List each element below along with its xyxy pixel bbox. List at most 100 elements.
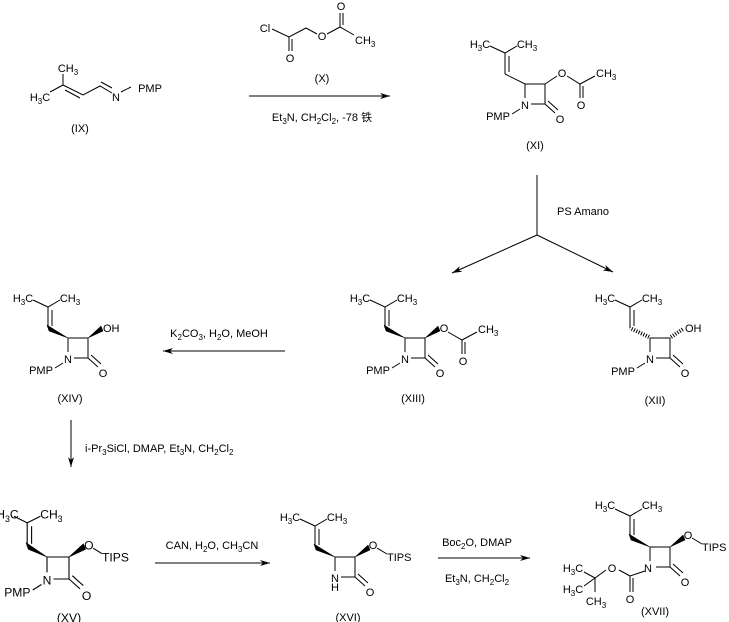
atom-ch3: CH3 <box>642 293 663 307</box>
atom-o: O <box>318 31 327 43</box>
compound-label: (XVII) <box>641 606 669 618</box>
compound-xvi: H3C CH3 N H O O TIPS (XVI) <box>280 512 412 622</box>
atom-tips: TIPS <box>387 552 411 564</box>
wedge-bond <box>313 543 336 558</box>
atom-h3c: H3C <box>13 293 33 307</box>
reagent-step3: K2CO3, H2O, MeOH <box>170 328 268 342</box>
atom-pmp: PMP <box>4 586 30 600</box>
atom-pmp: PMP <box>611 366 635 378</box>
atom-o: O <box>577 100 586 112</box>
compound-label: (XIII) <box>401 393 425 405</box>
compound-ix: CH3 H3C N PMP (IX) <box>30 63 162 135</box>
atom-ch3: CH3 <box>586 596 607 610</box>
atom-h3c: H3C <box>563 563 583 577</box>
atom-o: O <box>366 587 375 599</box>
atom-ch3: CH3 <box>478 324 499 338</box>
atom-n: N <box>401 354 409 366</box>
wedge-bond <box>669 534 686 548</box>
atom-ch3: CH3 <box>355 35 376 49</box>
bonds <box>369 299 478 369</box>
atom-o: O <box>608 563 617 575</box>
atom-o: O <box>440 323 449 335</box>
reagent-step1: Et3N, CH2Cl2, -78 铁 <box>272 111 372 126</box>
atom-h3c: H3C <box>595 500 615 514</box>
compound-xiv: H3C CH3 N PMP O OH (XIV) <box>13 293 120 405</box>
atom-h3c: H3C <box>0 508 19 524</box>
compound-label: (IX) <box>71 123 89 135</box>
wedge-bond <box>424 325 441 339</box>
hashed-bond <box>629 326 650 339</box>
atom-ch3: CH3 <box>642 500 663 514</box>
atom-ch3: CH3 <box>596 68 617 82</box>
compound-xiii: H3C CH3 N PMP O O O CH3 (XIII) <box>350 293 499 405</box>
compound-label: (X) <box>315 73 330 85</box>
atom-h3c: H3C <box>30 92 50 106</box>
atom-o: O <box>82 589 91 603</box>
atom-h3c: H3C <box>563 584 583 598</box>
hashed-bond <box>669 327 685 339</box>
atom-pmp: PMP <box>29 365 53 377</box>
atom-h: H <box>331 582 339 594</box>
atom-tips: TIPS <box>702 542 726 554</box>
atom-o: O <box>286 53 295 65</box>
atom-n: N <box>112 92 120 104</box>
wedge-bond <box>354 544 371 558</box>
wedge-bond <box>25 542 48 558</box>
atom-h3c: H3C <box>350 293 370 307</box>
atom-n: N <box>43 574 52 588</box>
bonds <box>13 515 103 591</box>
atom-o: O <box>369 540 378 552</box>
atom-ch3: CH3 <box>40 508 62 524</box>
compound-x: Cl O O O CH3 (X) <box>260 1 376 85</box>
compound-label: (XII) <box>645 395 666 407</box>
wedge-bond <box>87 325 104 339</box>
bonds <box>271 13 355 51</box>
atom-n: N <box>644 563 652 575</box>
atom-o: O <box>99 368 108 380</box>
atom-tips: TIPS <box>102 550 129 564</box>
atom-ch3: CH3 <box>517 39 538 53</box>
atom-h3c: H3C <box>280 512 300 526</box>
reagent-step4: i-Pr3SiCl, DMAP, Et3N, CH2Cl2 <box>85 443 234 457</box>
bonds <box>299 518 388 587</box>
compound-xi: H3C CH3 N PMP O O O CH3 (XI) <box>470 39 617 152</box>
compound-label: (XIV) <box>57 393 82 405</box>
compound-label: (XI) <box>526 140 544 152</box>
reagent-step6-top: Boc2O, DMAP <box>442 537 512 551</box>
bonds <box>32 299 102 369</box>
atom-n: N <box>646 354 654 366</box>
compound-label: (XV) <box>57 611 81 622</box>
wedge-bond <box>68 543 86 558</box>
wedge-bond <box>383 324 406 339</box>
bonds <box>489 45 596 115</box>
atom-ch3: CH3 <box>397 293 418 307</box>
atom-pmp: PMP <box>366 365 390 377</box>
atom-n: N <box>521 100 529 112</box>
atom-o: O <box>436 368 445 380</box>
reagent-step2: PS Amano <box>557 206 609 218</box>
atom-pmp: PMP <box>138 83 162 95</box>
atom-o: O <box>459 356 468 368</box>
bonds <box>614 299 684 369</box>
atom-h3c: H3C <box>470 39 490 53</box>
atom-oh: OH <box>685 323 702 335</box>
compound-xii: H3C CH3 N PMP O OH (XII) <box>595 293 702 407</box>
atom-o: O <box>681 577 690 589</box>
atom-o: O <box>681 368 690 380</box>
atom-ch3: CH3 <box>58 63 79 77</box>
compound-label: (XVI) <box>335 612 360 622</box>
resolution-arrow-left <box>451 234 538 274</box>
bonds <box>49 74 132 99</box>
atom-cl: Cl <box>260 23 270 35</box>
atom-o: O <box>558 68 567 80</box>
atom-n: N <box>64 354 72 366</box>
atom-o: O <box>84 538 93 552</box>
reagent-step6-bottom: Et3N, CH2Cl2 <box>445 573 510 587</box>
resolution-arrow-right <box>536 234 614 273</box>
atom-ch3: CH3 <box>60 293 81 307</box>
atom-h3c: H3C <box>595 293 615 307</box>
atom-pmp: PMP <box>486 111 510 123</box>
compound-xv: H3C CH3 N PMP O O TIPS (XV) <box>0 508 129 622</box>
atom-oh: OH <box>103 323 120 335</box>
